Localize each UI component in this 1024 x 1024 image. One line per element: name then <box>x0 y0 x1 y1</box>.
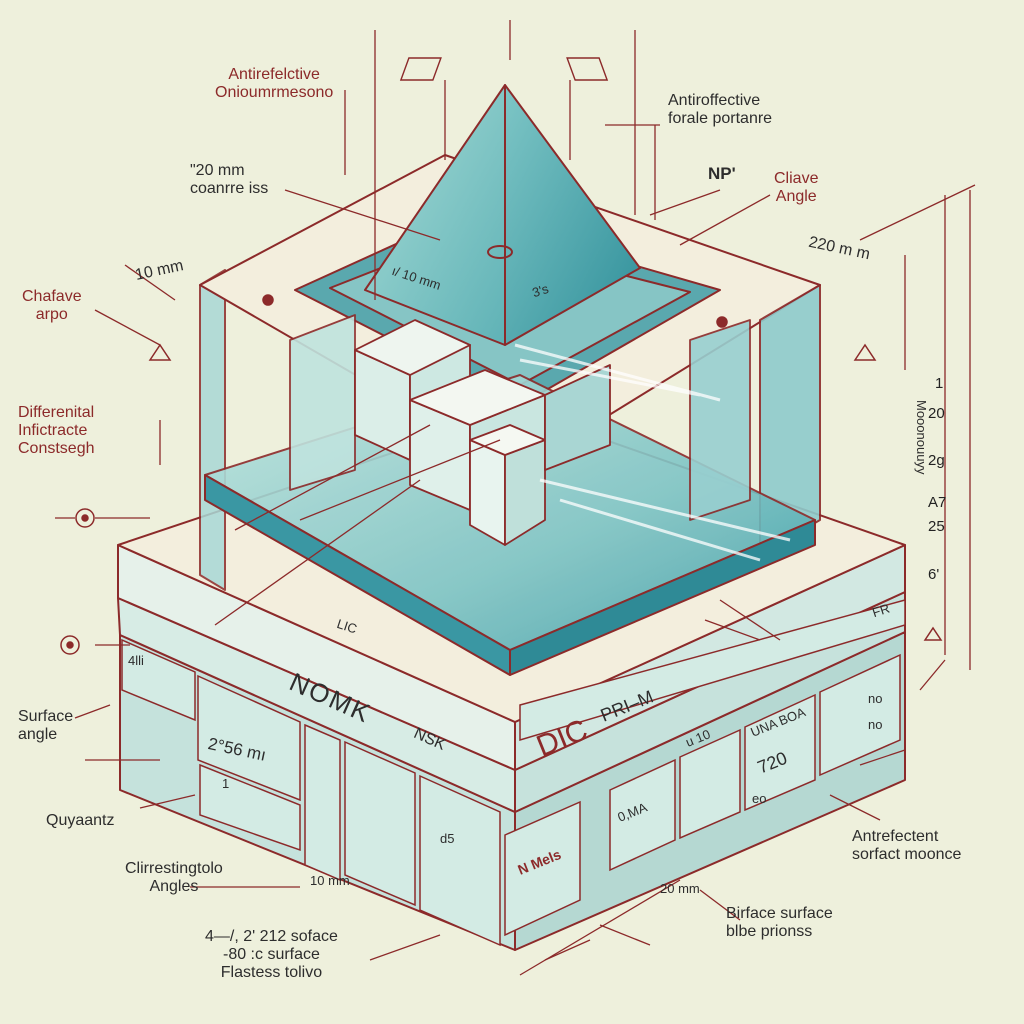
base-cell-text: eo <box>752 791 767 806</box>
label-line: Antirefelctive <box>228 66 320 83</box>
label-cliave-angle: Cliave Angle <box>774 170 818 206</box>
base-cell-text: 4lli <box>128 653 144 668</box>
label-antiroffective: Antiroffective forale portanre <box>668 92 772 128</box>
glass-plate <box>204 374 816 676</box>
label-line: 4—/, 2' 212 soface <box>205 928 338 945</box>
label-line: angle <box>18 726 58 743</box>
label-surface-angle: Surface angle <box>18 708 73 744</box>
label-antrefectent: Antrefectent sorfact moonce <box>852 828 961 864</box>
label-chafave: Chafave arpo <box>22 288 82 324</box>
scale-number: 1 <box>935 375 944 392</box>
label-line: Constsegh <box>18 440 95 457</box>
base-cells <box>121 599 906 947</box>
label-quyantz: Quyaantz <box>46 812 115 829</box>
label-line: Chafave <box>22 288 82 305</box>
label-line: arpo <box>35 306 68 323</box>
scale-number: 2g <box>928 452 945 469</box>
label-np: NP' <box>708 164 736 183</box>
label-antireflective-top: Antirefelctive Onioumrmesono <box>215 66 333 102</box>
label-line: "20 mm <box>190 162 245 179</box>
scale-number: 25 <box>928 518 945 535</box>
base-cell-text: 1 <box>222 776 230 791</box>
label-line: forale portanre <box>668 110 773 127</box>
label-bottom-note: 4—/, 2' 212 soface -80 :c surface Flaste… <box>205 928 338 982</box>
label-line: Angles <box>149 878 199 895</box>
label-20mm: "20 mm coanrre iss <box>190 162 268 198</box>
cube-stack <box>289 314 751 546</box>
scale-number: 20 <box>928 405 945 422</box>
label-line: Cliave <box>774 170 819 187</box>
label-line: Antiroffective <box>668 92 761 109</box>
base-cell-text: no <box>868 691 883 706</box>
label-clirresting-angles: Clirrestingtolo Angles <box>125 860 223 896</box>
label-line: Onioumrmesono <box>215 84 334 101</box>
label-line: Surface <box>18 708 74 725</box>
label-line: Antrefectent <box>852 828 939 845</box>
label-line: -80 :c surface <box>222 946 320 963</box>
label-line: Flastess tolivo <box>220 964 323 981</box>
light-beams <box>514 343 791 562</box>
base-cell-text: d5 <box>440 831 455 846</box>
scale-number: 6' <box>928 566 940 583</box>
leader-lines <box>55 20 976 976</box>
label-line: Differenital <box>18 404 95 421</box>
label-line: sorfact moonce <box>852 846 962 863</box>
target-markers <box>60 57 943 655</box>
label-line: Birface surface <box>726 905 833 922</box>
pyramid <box>364 84 641 346</box>
label-line: Clirrestingtolo <box>125 860 223 877</box>
label-differential: Differenital Infictracte Constsegh <box>18 404 95 458</box>
label-10mm-bottom: 10 mm <box>310 873 350 888</box>
label-20mm-bottom: 20 mm <box>660 881 700 896</box>
label-line: coanrre iss <box>190 180 269 197</box>
scale-number: A7 <box>928 494 947 511</box>
label-line: Infictracte <box>18 422 88 439</box>
base-cell-text: no <box>868 717 883 732</box>
label-line: blbe prionss <box>726 923 813 940</box>
label-line: Angle <box>775 188 817 205</box>
label-birface: Birface surface blbe prionss <box>726 905 833 941</box>
